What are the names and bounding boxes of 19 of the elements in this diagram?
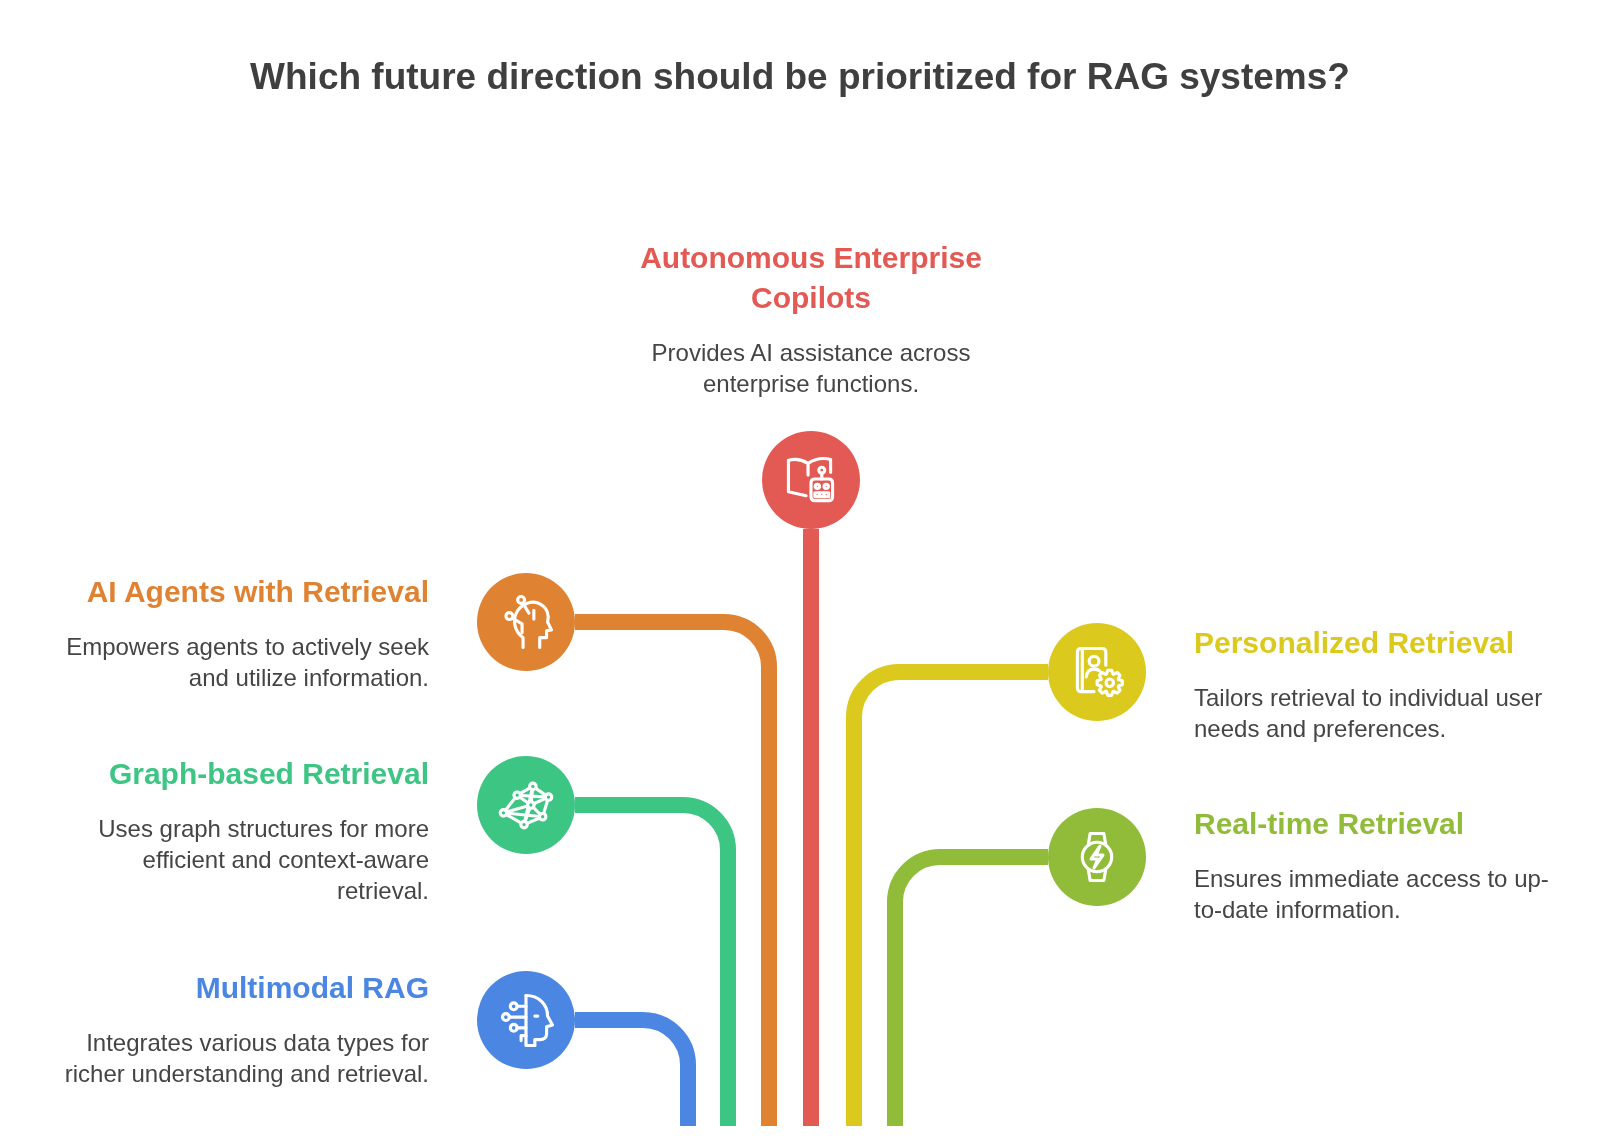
option-description: Ensures immediate access to up-to-date information. <box>1194 864 1550 925</box>
option-title: Autonomous Enterprise Copilots <box>639 240 983 316</box>
option-description: Integrates various data types for richer understanding and retrieval. <box>63 1028 429 1089</box>
option-description: Uses graph structures for more efficient and context-aware retrieval. <box>97 814 429 906</box>
connector-line <box>575 1012 696 1126</box>
connector-line <box>887 849 1048 1126</box>
option-description: Tailors retrieval to individual user needs and preferences. <box>1194 683 1544 744</box>
option-title: Graph-based Retrieval <box>107 756 429 792</box>
option-description: Empowers agents to actively seek and utilize information. <box>65 632 429 693</box>
option-title: Real-time Retrieval <box>1194 806 1466 842</box>
connector-line <box>575 797 736 1126</box>
option-title: AI Agents with Retrieval <box>85 574 429 610</box>
connector-line <box>846 664 1048 1126</box>
connector-line <box>803 529 819 1126</box>
option-title: Personalized Retrieval <box>1194 625 1516 661</box>
option-description: Provides AI assistance across enterprise functions. <box>650 338 972 399</box>
page-title: Which future direction should be prioritized for RAG systems? <box>250 55 1350 99</box>
connector-line <box>575 614 777 1126</box>
option-title: Multimodal RAG <box>194 970 429 1006</box>
